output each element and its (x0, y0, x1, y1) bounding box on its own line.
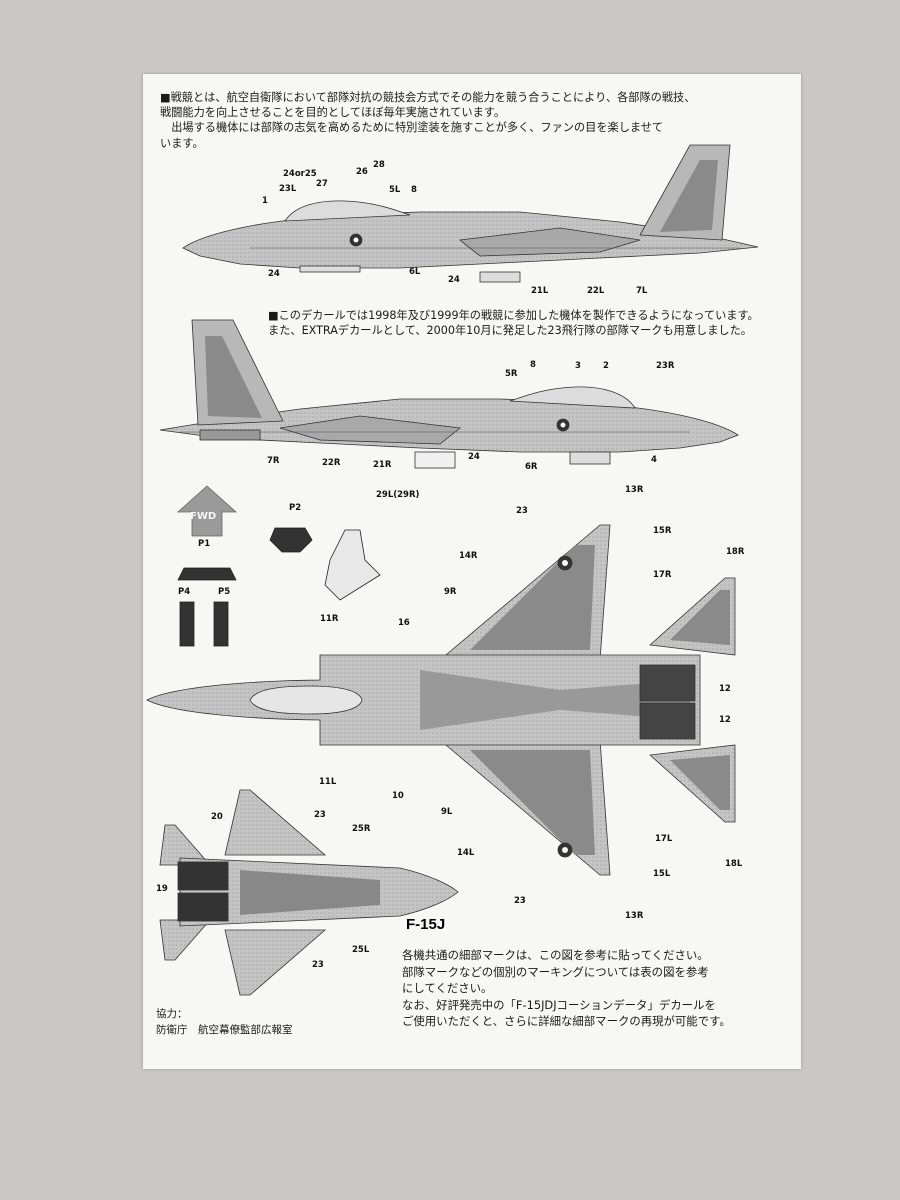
top-view (146, 524, 736, 876)
callout-top-view: 11L (319, 777, 337, 787)
note-line: ご使用いただくと、さらに詳細な細部マークの再現が可能です。 (402, 1014, 731, 1028)
callout-side-left: 24 (448, 275, 460, 285)
callout-top-view: 18L (725, 859, 743, 869)
callout-top-view: 18R (726, 547, 745, 557)
callout-top-view: 12 (719, 715, 731, 725)
callout-side-left: 1 (262, 196, 268, 206)
callout-top-view: 10 (392, 791, 404, 801)
callout-side-left: 24or25 (283, 169, 317, 179)
callout-side-left: 22L (587, 286, 605, 296)
callout-top-view: 9R (444, 587, 457, 597)
callout-side-left: 28 (373, 160, 385, 170)
callout-side-right: 2 (603, 361, 609, 371)
callout-side-left: 23L (279, 184, 297, 194)
callout-top-view: 23 (516, 506, 528, 516)
callout-side-left: 6L (409, 267, 421, 277)
callout-side-right: 22R (322, 458, 341, 468)
callout-bottom-view: 23 (312, 960, 324, 970)
callout-top-view: 13R (625, 911, 644, 921)
callout-side-left: 27 (316, 179, 328, 189)
note-line: なお、好評発売中の「F-15JDJコーションデータ」デカールを (402, 997, 716, 1012)
callout-top-view: 17R (653, 570, 672, 580)
callout-part: P4 (178, 587, 191, 597)
callout-side-right: 5R (505, 369, 518, 379)
fwd-label: FWD (190, 511, 217, 522)
credit-line: 防衛庁 航空幕僚監部広報室 (156, 1024, 293, 1036)
decal-info-text: ■このデカールでは1998年及び1999年の戦競に参加した機体を製作できるように… (268, 308, 759, 338)
intro-line: ■戦競とは、航空自衛隊において部隊対抗の競技会方式でその能力を競う合うことにより… (160, 91, 696, 104)
callout-side-left: 21L (531, 286, 549, 296)
side-view-left (182, 144, 759, 283)
fwd-arrow-icon (176, 485, 238, 537)
callout-side-right: 23R (656, 361, 675, 371)
callout-top-view: 12 (719, 684, 731, 694)
intro-line: います。 (160, 136, 204, 150)
callout-side-right: 7R (267, 456, 280, 466)
bottom-view (159, 789, 459, 996)
credit-text: 協力： 防衛庁 航空幕僚監部広報室 (156, 1006, 293, 1038)
callout-bottom-view: 23 (314, 810, 326, 820)
callout-top-view: 13R (625, 485, 644, 495)
callout-side-right: 4 (651, 455, 657, 465)
callout-part: P1 (198, 539, 211, 549)
decal-info-line: ■このデカールでは1998年及び1999年の戦競に参加した機体を製作できるように… (268, 309, 759, 322)
decal-info-line: また、EXTRAデカールとして、2000年10月に発足した23飛行隊の部隊マーク… (268, 324, 752, 338)
note-line: 部隊マークなどの個別のマーキングについては表の図を参考 (402, 964, 709, 979)
callout-side-right: 8 (530, 360, 536, 370)
callout-side-right: 3 (575, 361, 581, 371)
callout-bottom-view: 20 (211, 812, 223, 822)
callout-top-view: 9L (441, 807, 453, 817)
callout-part: P2 (289, 503, 302, 513)
aircraft-title: F-15J (406, 916, 446, 933)
callout-bottom-view: 25L (352, 945, 370, 955)
intro-line: 出場する機体には部隊の志気を高めるために特別塗装を施すことが多く、ファンの目を楽… (160, 121, 664, 135)
callout-bottom-view: 19 (156, 884, 168, 894)
callout-side-left: 7L (636, 286, 648, 296)
callout-side-left: 24 (268, 269, 280, 279)
note-line: 各機共通の細部マークは、この図を参考に貼ってください。 (402, 948, 709, 962)
callout-top-view: 14L (457, 848, 475, 858)
callout-side-left: 8 (411, 185, 417, 195)
callout-part: 29L(29R) (376, 490, 420, 500)
note-line: にしてください。 (402, 981, 493, 995)
callout-top-view: 23 (514, 896, 526, 906)
credit-line: 協力： (156, 1008, 188, 1020)
intro-text: ■戦競とは、航空自衛隊において部隊対抗の競技会方式でその能力を競う合うことにより… (160, 90, 695, 151)
callout-side-left: 26 (356, 167, 368, 177)
callout-side-right: 21R (373, 460, 392, 470)
callout-top-view: 14R (459, 551, 478, 561)
callout-top-view: 11R (320, 614, 339, 624)
side-view-right (159, 319, 739, 469)
intro-line: 戦闘能力を向上させることを目的としてほぼ毎年実施されています。 (160, 106, 506, 120)
callout-top-view: 16 (398, 618, 410, 628)
callout-part: P5 (218, 587, 231, 597)
callout-bottom-view: 25R (352, 824, 371, 834)
cockpit-parts (177, 527, 381, 647)
callout-side-right: 6R (525, 462, 538, 472)
callout-side-left: 5L (389, 185, 401, 195)
callout-top-view: 17L (655, 834, 673, 844)
note-text: 各機共通の細部マークは、この図を参考に貼ってください。 部隊マークなどの個別のマ… (402, 947, 731, 1030)
callout-side-right: 24 (468, 452, 480, 462)
callout-top-view: 15R (653, 526, 672, 536)
callout-top-view: 15L (653, 869, 671, 879)
